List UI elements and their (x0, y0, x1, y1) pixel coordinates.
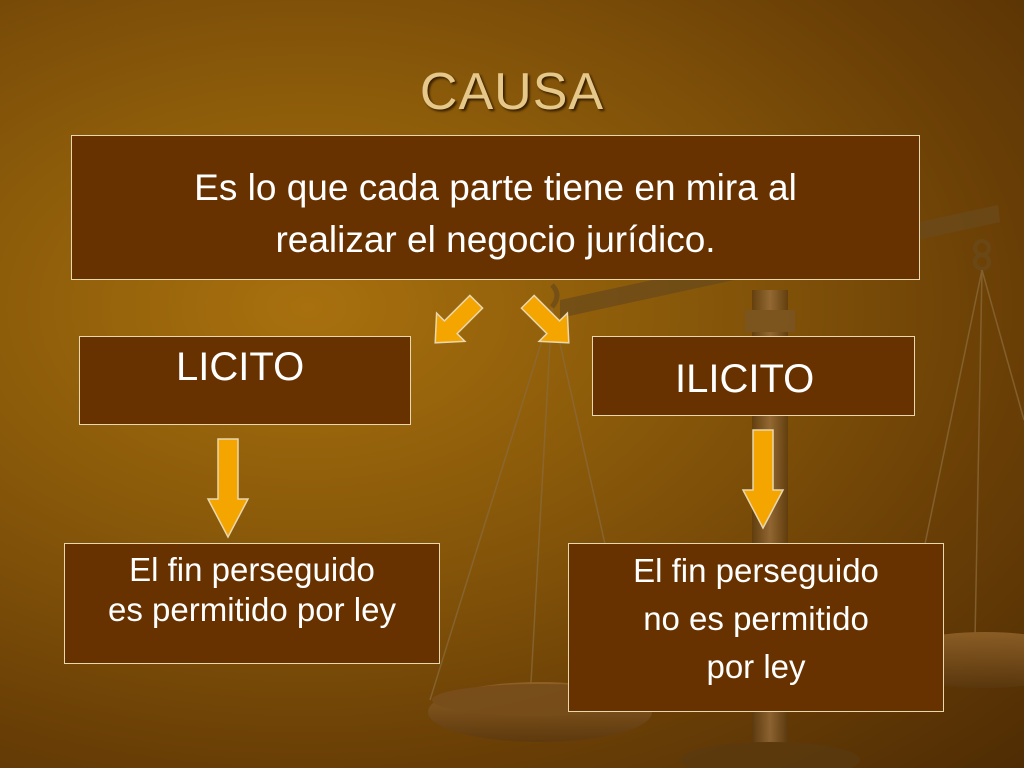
definition-box: Es lo que cada parte tiene en mira al re… (71, 135, 920, 280)
ilicito-result-line-2: no es permitido (643, 600, 869, 637)
ilicito-box: ILICITO (592, 336, 915, 416)
licito-box: LICITO (79, 336, 411, 425)
arrow-icon (520, 294, 570, 344)
ilicito-result-line-3: por ley (706, 648, 806, 685)
licito-result-line-2: es permitido por ley (108, 591, 396, 628)
licito-result-box: El fin perseguido es permitido por ley (64, 543, 440, 664)
arrow-icon (434, 294, 484, 344)
ilicito-result-box: El fin perseguido no es permitido por le… (568, 543, 944, 712)
definition-line-1: Es lo que cada parte tiene en mira al (194, 167, 797, 208)
arrow-icon (206, 438, 250, 539)
definition-line-2: realizar el negocio jurídico. (275, 219, 716, 260)
licito-result-line-1: El fin perseguido (129, 551, 375, 588)
ilicito-result-line-1: El fin perseguido (633, 552, 879, 589)
page-title: CAUSA (419, 63, 605, 121)
arrow-icon (741, 429, 785, 530)
